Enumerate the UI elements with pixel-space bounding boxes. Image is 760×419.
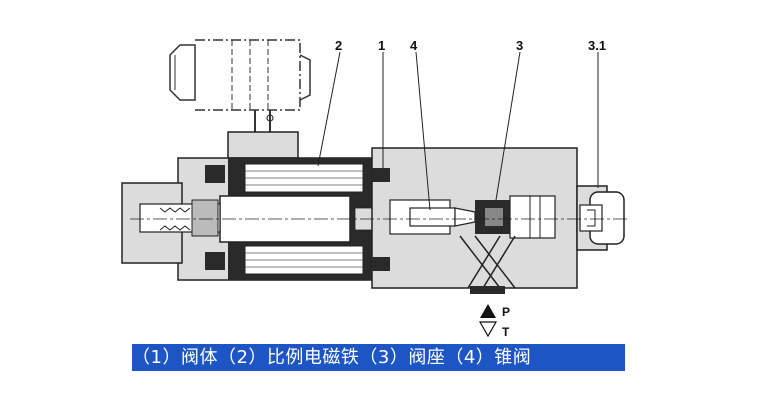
callout-4: 4 xyxy=(410,38,418,53)
port-p: P xyxy=(480,304,510,319)
port-t: T xyxy=(478,321,510,339)
port-p-label: P xyxy=(502,305,510,319)
callout-1: 1 xyxy=(378,38,385,53)
connector-base xyxy=(227,131,299,159)
callout-2: 2 xyxy=(335,38,342,53)
callout-3: 3 xyxy=(516,38,523,53)
valve-body xyxy=(371,147,578,294)
poppet-cone xyxy=(409,207,456,227)
callout-3-1: 3.1 xyxy=(588,38,606,53)
connector-plug xyxy=(169,39,311,132)
caption-bar: （1）阀体（2）比例电磁铁（3）阀座（4）锥阀 xyxy=(132,344,625,371)
port-t-label: T xyxy=(502,325,510,339)
vent-screw xyxy=(576,185,625,251)
leader-lines xyxy=(317,51,599,211)
caption-text: （1）阀体（2）比例电磁铁（3）阀座（4）锥阀 xyxy=(132,347,532,368)
